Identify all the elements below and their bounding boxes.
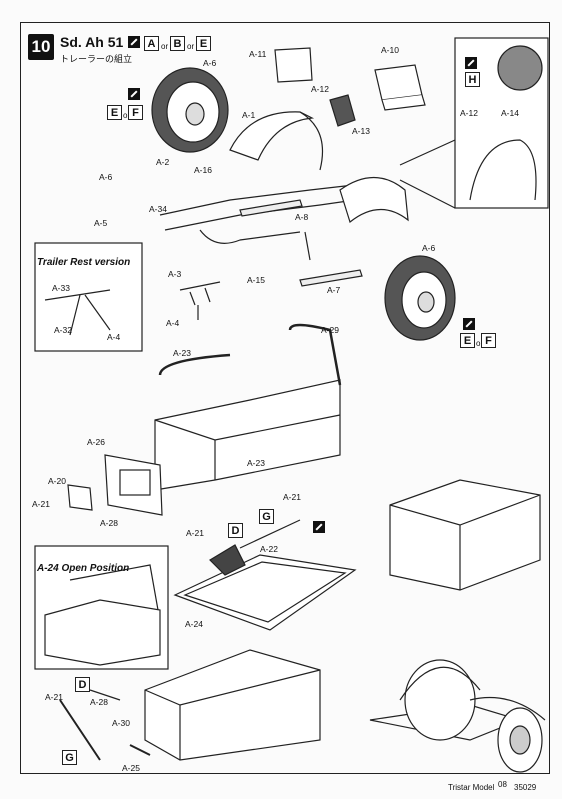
paint-code-box: D	[228, 523, 243, 538]
part-label: A-7	[327, 285, 341, 295]
part-label: A-33	[52, 283, 70, 293]
part-label: A-6	[203, 58, 217, 68]
footer-code: 35029	[514, 783, 537, 792]
part-label: A-4	[107, 332, 121, 342]
paint-marker-icon	[313, 521, 325, 533]
part-label: A-23	[247, 458, 265, 468]
part-label: A-22	[260, 544, 278, 554]
option-a-box: A	[144, 36, 159, 51]
part-label: A-13	[352, 126, 370, 136]
part-label: A-11	[249, 49, 267, 59]
option-marker-icon	[128, 36, 140, 48]
inset-title-a24-open: A-24 Open Position	[37, 563, 130, 574]
paint-code-box: F	[128, 105, 143, 120]
paint-code-box: E	[107, 105, 122, 120]
part-label: A-6	[99, 172, 113, 182]
paint-code-box: H	[465, 72, 480, 87]
part-label: A-21	[32, 499, 50, 509]
part-label: A-20	[48, 476, 66, 486]
part-label: A-29	[321, 325, 339, 335]
part-label: A-25	[122, 763, 140, 773]
part-label: A-2	[156, 157, 170, 167]
inset-title-trailer-rest: Trailer Rest version	[37, 257, 131, 268]
paint-marker-icon	[463, 318, 475, 330]
or-text: or	[123, 111, 131, 120]
part-label: A-8	[295, 212, 309, 222]
part-label: A-28	[100, 518, 118, 528]
part-label: A-4	[166, 318, 180, 328]
part-label: A-1	[242, 110, 256, 120]
or-text: or	[187, 42, 195, 51]
part-label: A-24	[185, 619, 203, 629]
paint-code-box: E	[460, 333, 475, 348]
footer-page-number: 08	[498, 780, 507, 789]
option-b-box: B	[170, 36, 185, 51]
part-label: A-12	[311, 84, 329, 94]
paint-code-box: G	[259, 509, 274, 524]
part-label: A-28	[90, 697, 108, 707]
part-label: A-10	[381, 45, 399, 55]
wheel-right	[384, 255, 456, 341]
or-text: or	[161, 42, 169, 51]
paint-marker-icon	[128, 88, 140, 100]
part-label: A-32	[54, 325, 72, 335]
footer-brand: Tristar Model	[448, 783, 495, 792]
or-text: or	[476, 339, 484, 348]
part-label: A-21	[186, 528, 204, 538]
part-label: A-15	[247, 275, 265, 285]
part-label: A-3	[168, 269, 182, 279]
step-title: Sd. Ah 51	[60, 34, 124, 50]
part-label: A-12	[460, 108, 478, 118]
part-label: A-23	[173, 348, 191, 358]
part-label: A-21	[283, 492, 301, 502]
option-e-box: E	[196, 36, 211, 51]
paint-code-box: G	[62, 750, 77, 765]
part-label: A-16	[194, 165, 212, 175]
part-label: A-6	[422, 243, 436, 253]
wheel-left	[151, 67, 229, 153]
step-subtitle: トレーラーの組立	[60, 54, 133, 64]
part-label: A-30	[112, 718, 130, 728]
paint-code-box: F	[481, 333, 496, 348]
paint-code-box: D	[75, 677, 90, 692]
part-label: A-34	[149, 204, 167, 214]
step-number-badge: 10	[28, 34, 54, 60]
part-label: A-14	[501, 108, 519, 118]
part-label: A-5	[94, 218, 108, 228]
part-label: A-26	[87, 437, 105, 447]
page-frame	[20, 22, 550, 774]
paint-marker-icon	[465, 57, 477, 69]
part-label: A-21	[45, 692, 63, 702]
